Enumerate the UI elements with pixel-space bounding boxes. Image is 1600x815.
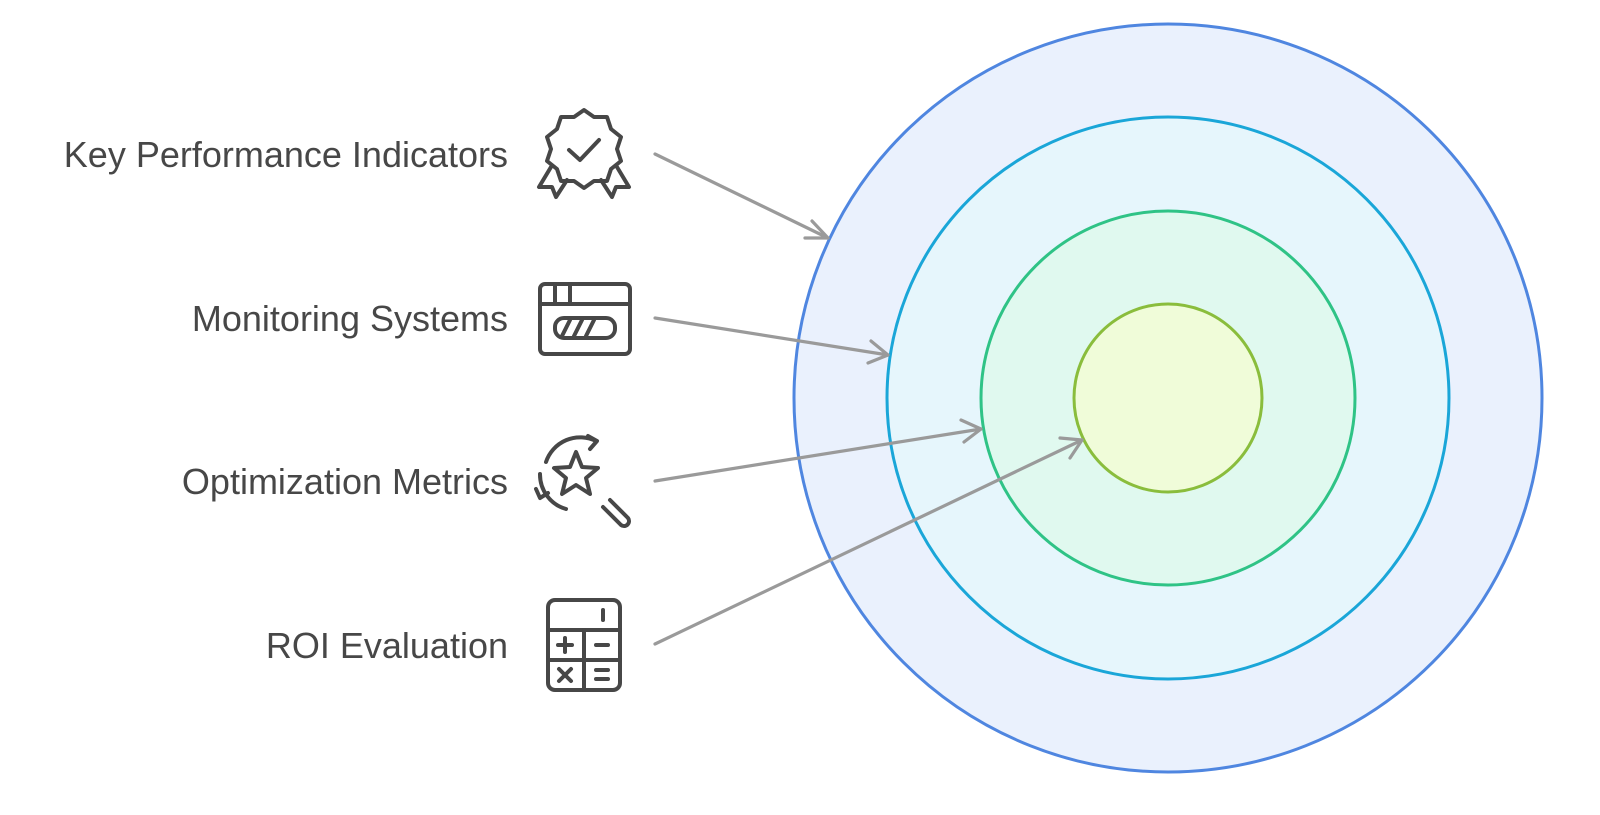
arrow-kpi [653, 152, 830, 240]
label-monitoring-systems: Monitoring Systems [192, 298, 508, 339]
arrow-roi [653, 436, 1084, 646]
star-search-icon [534, 434, 631, 528]
arrow-optimization [653, 418, 983, 483]
award-badge-icon [537, 108, 631, 199]
label-key-performance-indicators: Key Performance Indicators [64, 134, 508, 175]
arrow-monitoring [653, 316, 890, 365]
label-roi-evaluation: ROI Evaluation [266, 625, 508, 666]
progress-window-icon [538, 282, 632, 356]
arrows [653, 152, 1084, 646]
target-rings [792, 22, 1544, 774]
labels: Key Performance Indicators Monitoring Sy… [64, 134, 508, 666]
calculator-icon [546, 598, 622, 692]
inner-ring [1072, 302, 1264, 494]
label-optimization-metrics: Optimization Metrics [182, 461, 508, 502]
